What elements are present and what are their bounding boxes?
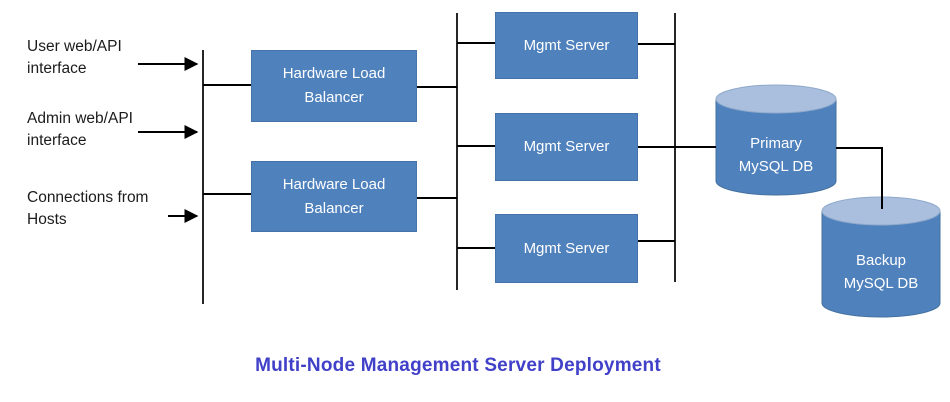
connectors [203, 42, 883, 249]
mgmt-server-node-3: Mgmt Server [495, 214, 638, 283]
source-label-line: Hosts [27, 211, 67, 228]
load-balancer-node-2: Hardware Load Balancer [251, 161, 417, 232]
source-label-user-interface: User web/API interface [27, 36, 122, 80]
db-label-line: MySQL DB [843, 275, 919, 292]
node-label-line: Balancer [304, 89, 364, 106]
source-label-line: interface [27, 60, 87, 77]
diagram-title: Multi-Node Management Server Deployment [255, 355, 661, 376]
node-label-line: Balancer [304, 199, 364, 217]
primary-to-backup-db-connector [836, 147, 883, 209]
mgmt-server-node-2: Mgmt Server [495, 113, 638, 181]
backup-db-cylinder-icon [821, 196, 941, 318]
node-label-line: Mgmt Server [523, 239, 610, 257]
input-arrows [138, 57, 199, 223]
load-balancer-node-1: Hardware Load Balancer [251, 50, 417, 122]
node-label-line: Hardware Load [282, 65, 386, 82]
source-label-line: User web/API [27, 38, 122, 55]
source-label-admin-interface: Admin web/API interface [27, 108, 133, 152]
source-label-line: Admin web/API [27, 110, 133, 127]
db-label-line: MySQL DB [738, 158, 814, 175]
mgmt-server-node-1: Mgmt Server [495, 12, 638, 79]
node-label-line: Mgmt Server [523, 138, 610, 155]
db-label-line: Primary [750, 135, 802, 152]
primary-db-label: Primary MySQL DB [716, 132, 836, 178]
node-label-line: Hardware Load [282, 175, 386, 193]
db-label-line: Backup [855, 252, 907, 269]
node-label-line: Mgmt Server [523, 36, 610, 54]
source-label-line: interface [27, 132, 87, 149]
source-label-line: Connections from [27, 189, 149, 206]
backup-db-label: Backup MySQL DB [822, 249, 940, 295]
primary-db-cylinder-icon [715, 84, 837, 196]
source-label-host-connections: Connections from Hosts [27, 187, 148, 231]
